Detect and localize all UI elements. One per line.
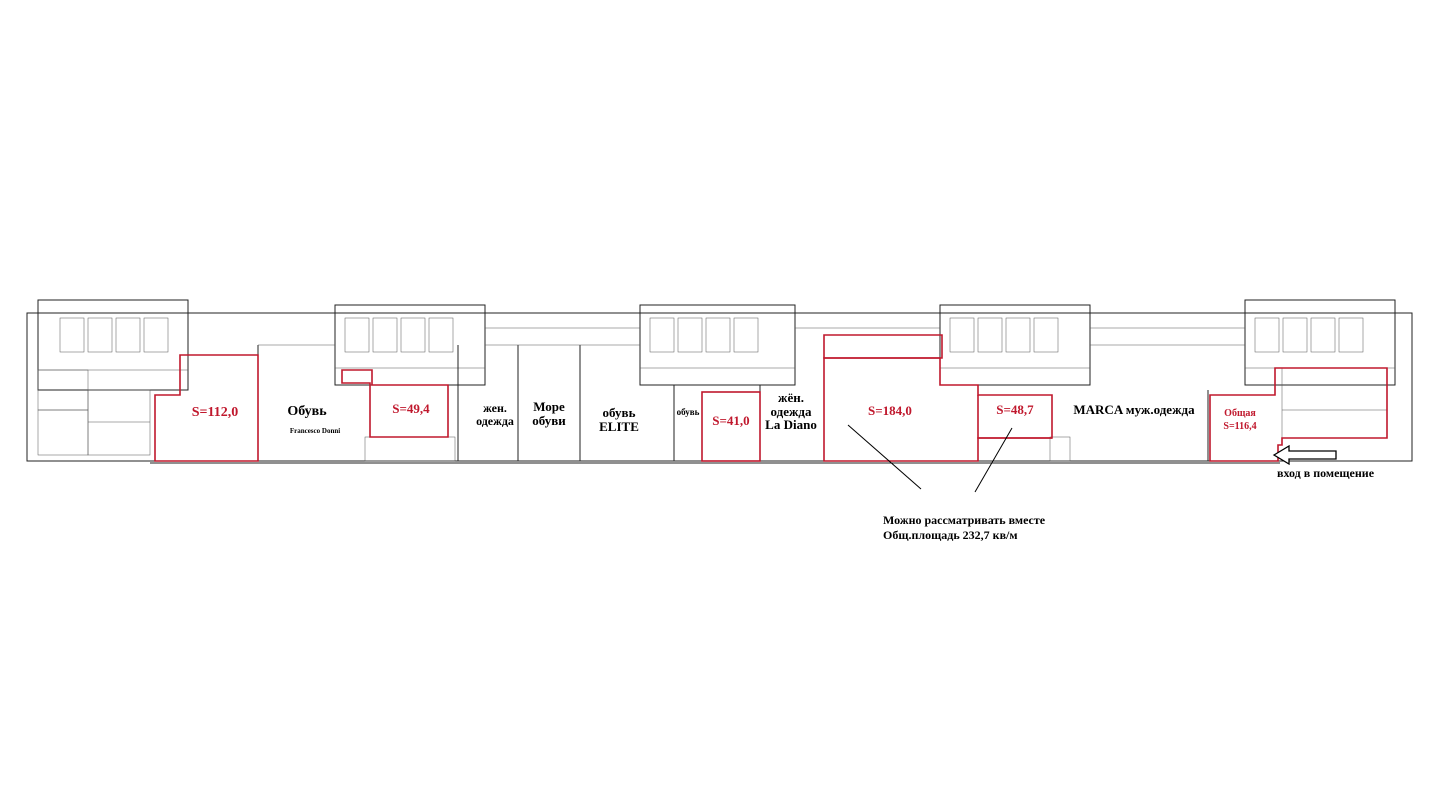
- tenant-label-francesco-donni: Francesco Donni: [289, 427, 341, 435]
- unit-112: [154, 354, 259, 462]
- tenant-label-women-1-line2: одежда: [476, 413, 514, 428]
- unit-116-4: [1209, 367, 1388, 462]
- tenant-label-elite-line2: ELITE: [599, 418, 639, 434]
- area-label-49-4: S=49,4: [392, 401, 430, 416]
- area-label-184: S=184,0: [868, 403, 912, 418]
- tenant-label-la-diano-line1: жён.: [778, 390, 804, 405]
- pointer-line-48-7: [974, 427, 1013, 493]
- area-label-48-7: S=48,7: [996, 402, 1034, 417]
- tenant-label-elite-line1: обувь: [602, 405, 636, 420]
- tenant-label-women-1: жен. одежда: [470, 402, 520, 427]
- tenant-label-elite: обувь ELITE: [592, 406, 646, 433]
- unit-184-main: [823, 357, 1053, 462]
- tenant-label-marca: MARCA муж.одежда: [1073, 402, 1195, 417]
- area-label-41: S=41,0: [712, 413, 750, 428]
- entrance-note: вход в помещение: [1277, 466, 1375, 480]
- combine-note-line1: Можно рассматривать вместе: [883, 513, 1046, 527]
- service-core-2: [334, 304, 486, 386]
- tenant-label-more-line1: Море: [533, 399, 565, 414]
- service-core-4: [939, 304, 1091, 386]
- entrance-arrow-icon: [1272, 444, 1337, 466]
- tenant-label-la-diano-line2: одежда: [770, 403, 812, 419]
- combine-note: Можно рассматривать вместе Общ.площадь 2…: [883, 513, 1045, 543]
- unit-49-4: [341, 369, 449, 438]
- tenant-label-la-diano: жён. одежда La Diano: [760, 391, 822, 432]
- area-label-116-4: S=116,4: [1223, 421, 1257, 432]
- tenant-label-shoes-small: обувь: [676, 407, 700, 417]
- unit-48-7: [977, 395, 1052, 439]
- left-wing-rooms: [37, 369, 151, 456]
- area-label-112: S=112,0: [191, 405, 239, 420]
- tenant-label-women-1-line1: жен.: [483, 401, 507, 415]
- available-units: [154, 334, 1388, 462]
- service-core-3: [639, 304, 796, 386]
- unit-184: [823, 334, 943, 359]
- unit-41: [701, 391, 761, 462]
- tenant-label-shoes: Обувь: [287, 404, 327, 419]
- building-outline: [26, 312, 1413, 462]
- pointer-line-184: [847, 424, 922, 490]
- tenant-label-more-line2: обуви: [532, 412, 566, 428]
- tenant-label-la-diano-line3: La Diano: [765, 417, 817, 433]
- tenant-label-more-obuvi: Море обуви: [526, 400, 572, 427]
- combine-note-line2: Общ.площадь 232,7 кв/м: [883, 528, 1018, 542]
- area-label-116-4-title: Общая: [1224, 408, 1256, 419]
